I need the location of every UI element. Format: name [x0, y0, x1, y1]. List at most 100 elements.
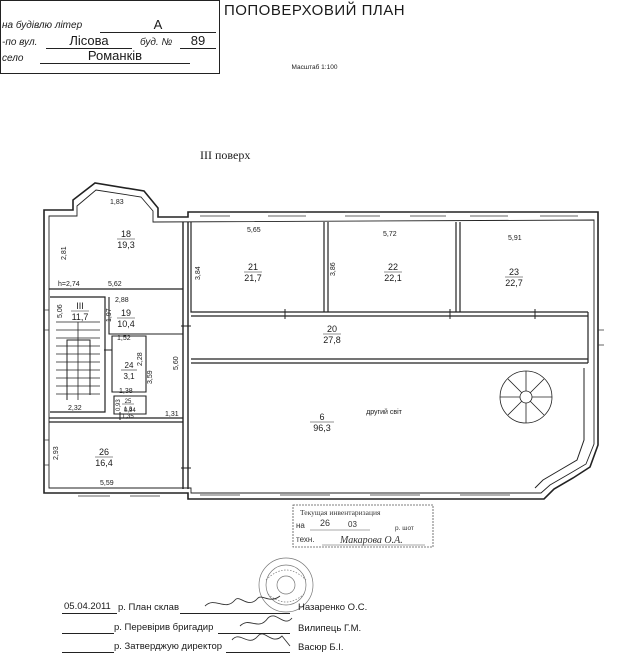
dim-2-93: 2,93 [53, 446, 60, 460]
dim-2-32: 2,32 [68, 405, 82, 412]
room-19-number: 19 [121, 308, 131, 318]
building-letter-label: на будівлю літер [2, 20, 83, 31]
signature-marks [204, 595, 293, 647]
room-III: III 11,7 [71, 301, 89, 322]
room-23-area: 22,7 [505, 278, 523, 288]
room-18: 18 19,3 [117, 229, 135, 250]
signature-row-2-name: Вилипець Г.М. [298, 623, 362, 634]
building-letter-value: А [100, 17, 216, 33]
dim-5-60: 5,60 [173, 356, 180, 370]
stamp-on-label: на [296, 521, 305, 530]
room-26-number: 26 [99, 447, 109, 457]
room-19: 19 10,4 [117, 308, 135, 329]
house-value: 89 [180, 33, 216, 49]
room-25-area: 1,3 [124, 407, 133, 413]
dim-h-2-74: h=2,74 [58, 281, 80, 288]
door-marks [104, 309, 536, 469]
dim-0-93: 0,93 [116, 399, 122, 411]
dim-2-81: 2,81 [61, 246, 68, 260]
dim-1-83: 1,83 [110, 199, 124, 206]
signature-row-3-label: р. Затверджую директор [114, 641, 223, 652]
dim-5-72: 5,72 [383, 231, 397, 238]
signature-row-3-name: Васюр Б.І. [298, 642, 344, 653]
room-24: 24 3,1 [121, 361, 137, 381]
room-19-area: 10,4 [117, 319, 135, 329]
dim-2-28: 2,28 [137, 352, 144, 366]
room-22-area: 22,1 [384, 273, 402, 283]
room-25-number: 25 [125, 399, 132, 405]
signature-line-3 [62, 652, 114, 653]
signature-line-1b [180, 613, 290, 614]
dimension-labels: 1,83 2,81 h=2,74 5,62 5,65 5,72 5,91 3,8… [53, 199, 522, 487]
room-23-number: 23 [509, 267, 519, 277]
room-III-area: 11,7 [72, 312, 89, 322]
room-24-number: 24 [125, 361, 134, 370]
dim-2-88: 2,88 [115, 297, 129, 304]
street-value: Лісова [46, 33, 132, 49]
room-21-area: 21,7 [244, 273, 262, 283]
dim-5-06: 5,06 [57, 304, 64, 318]
stamp-day: 26 [320, 518, 330, 528]
room-20-number: 20 [327, 324, 337, 334]
stamp-month: 03 [348, 520, 357, 529]
room-III-number: III [76, 301, 84, 311]
room-labels: 18 19,3 21 21,7 22 22,1 23 22,7 III 11,7… [71, 229, 523, 468]
dim-1-52: 1,52 [117, 335, 131, 342]
dim-3-86: 3,86 [330, 262, 337, 276]
signature-line-2 [62, 633, 114, 634]
signature-date: 05.04.2011 [64, 601, 111, 612]
inventory-stamp: Текущая инвентаризация на 26 03 р. шот т… [292, 504, 434, 548]
dim-1-97: 1,97 [106, 308, 113, 322]
round-seal [258, 557, 314, 613]
dim-5-65: 5,65 [247, 227, 261, 234]
dim-3-59: 3,59 [147, 370, 154, 384]
signature-row-1-label: р. План склав [118, 602, 179, 613]
second-light-label: другий світ [366, 408, 402, 416]
room-26: 26 16,4 [95, 447, 113, 468]
floor-plan-walls [43, 182, 599, 500]
dim-5-62: 5,62 [108, 281, 122, 288]
signature-line-1 [62, 613, 117, 614]
stamp-year: р. шот [395, 525, 414, 532]
room-6: 6 96,3 [310, 412, 334, 433]
room-6-area: 96,3 [313, 423, 331, 433]
signature-line-3b [226, 652, 290, 653]
room-26-area: 16,4 [95, 458, 113, 468]
room-25: 25 1,3 [122, 399, 134, 413]
room-20: 20 27,8 [323, 324, 341, 345]
scale-label: Масштаб 1:100 [291, 64, 338, 71]
signature-row-1-name: Назаренко О.С. [298, 602, 368, 613]
dim-0-94: 0,94 [124, 408, 136, 414]
room-24-area: 3,1 [123, 372, 135, 381]
dim-1-35: 1,35 [122, 414, 134, 420]
room-22-number: 22 [388, 262, 398, 272]
stamp-tech-label: техн. [296, 535, 315, 544]
signature-row-2-label: р. Перевірив бригадир [114, 622, 214, 633]
windows [44, 211, 604, 497]
street-label: -по вул. [2, 37, 38, 48]
dim-1-38: 1,38 [119, 388, 133, 395]
floor-title: III поверх [200, 148, 251, 162]
stamp-tech-name: Макарова О.А. [339, 535, 403, 546]
room-6-number: 6 [319, 412, 324, 422]
dim-1-31: 1,31 [165, 411, 179, 418]
village-label: село [2, 53, 24, 64]
spiral-staircase [499, 370, 553, 424]
dim-3-84: 3,84 [195, 266, 202, 280]
dim-5-91: 5,91 [508, 235, 522, 242]
room-23: 23 22,7 [505, 267, 523, 288]
title-block: ПОПОВЕРХОВИЙ ПЛАН на будівлю літер А -по… [0, 0, 405, 74]
room-21: 21 21,7 [244, 262, 262, 283]
room-21-number: 21 [248, 262, 258, 272]
room-20-area: 27,8 [323, 335, 341, 345]
room-18-area: 19,3 [117, 240, 135, 250]
staircase [56, 321, 100, 400]
village-value: Романків [40, 48, 190, 64]
stamp-title: Текущая инвентаризация [300, 508, 381, 517]
dim-5-59: 5,59 [100, 480, 114, 487]
signature-line-2b [218, 633, 290, 634]
plan-title: ПОПОВЕРХОВИЙ ПЛАН [223, 2, 406, 19]
room-22: 22 22,1 [384, 262, 402, 283]
house-label: буд. № [140, 37, 173, 48]
